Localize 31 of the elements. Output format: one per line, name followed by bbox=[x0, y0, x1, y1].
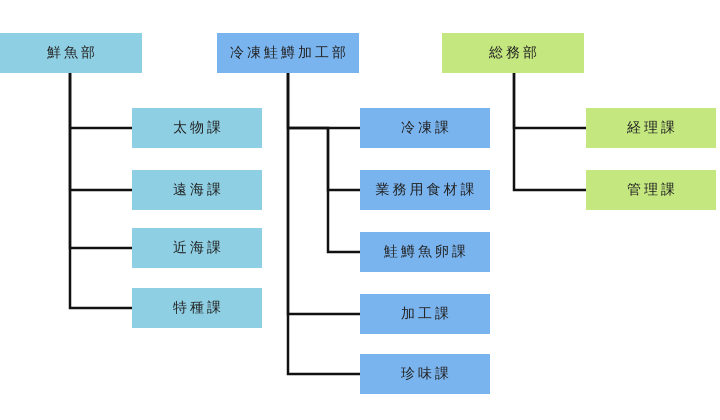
connector-line bbox=[286, 73, 360, 376]
unit-name: 珍味課 bbox=[400, 365, 452, 383]
org-unit-box bbox=[132, 108, 262, 148]
org-unit-box bbox=[217, 33, 359, 73]
org-unit-box bbox=[132, 170, 262, 210]
unit-name: 業務用食材課 bbox=[374, 181, 478, 199]
org-unit-box bbox=[360, 170, 490, 210]
unit-name: 総務部 bbox=[488, 44, 540, 62]
org-unit-box bbox=[0, 33, 142, 73]
unit-name: 鮮魚部 bbox=[46, 44, 98, 62]
org-unit-box bbox=[586, 108, 716, 148]
unit-name: 冷凍鮭鱒加工部 bbox=[229, 44, 349, 62]
org-unit-box bbox=[360, 108, 490, 148]
org-unit-box bbox=[132, 288, 262, 328]
unit-name: 太物課 bbox=[172, 119, 224, 137]
unit-name: 遠海課 bbox=[172, 181, 224, 199]
unit-name: 近海課 bbox=[172, 239, 224, 257]
org-unit-box bbox=[442, 33, 584, 73]
org-unit-box bbox=[360, 354, 490, 394]
unit-name: 加工課 bbox=[400, 305, 452, 323]
unit-name: 鮭鱒魚卵課 bbox=[383, 243, 469, 261]
connector-line bbox=[68, 73, 132, 310]
org-unit-box bbox=[132, 228, 262, 268]
org-unit-box bbox=[586, 170, 716, 210]
unit-name: 特種課 bbox=[172, 299, 224, 317]
connector-line bbox=[512, 73, 586, 192]
org-unit-box bbox=[360, 294, 490, 334]
unit-name: 管理課 bbox=[626, 181, 678, 199]
org-unit-box bbox=[360, 232, 490, 272]
unit-name: 冷凍課 bbox=[400, 119, 452, 137]
unit-name: 経理課 bbox=[626, 119, 678, 137]
